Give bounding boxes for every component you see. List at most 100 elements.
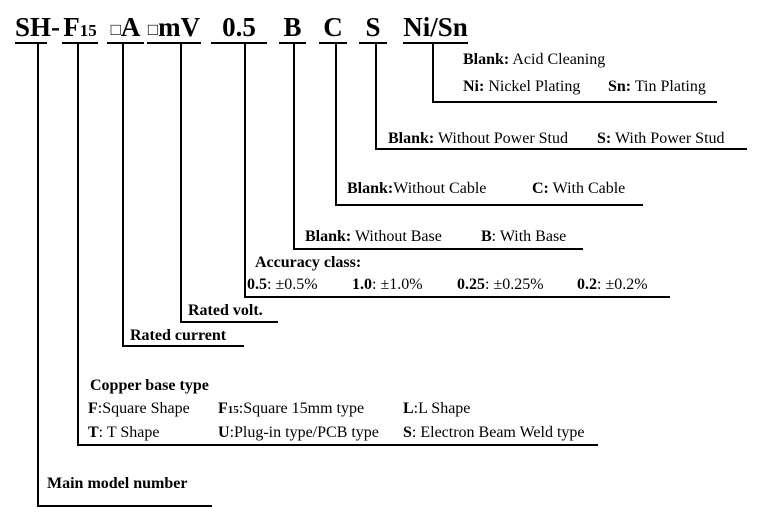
- label-cable-blank-key: Blank:: [347, 180, 394, 197]
- label-accuracy-item-05: 0.5: ±0.5%: [247, 275, 318, 294]
- label-plating-blank-key: Blank:: [463, 51, 510, 68]
- label-accuracy-item-025-value: : ±0.25%: [485, 276, 544, 293]
- label-power-stud-s: S: With Power Stud: [597, 129, 725, 148]
- model-segment-main-prefix: SH-: [15, 13, 60, 44]
- label-base-blank-key: Blank:: [305, 228, 352, 245]
- connector-vline-plating: [432, 44, 434, 103]
- label-base-b-value: : With Base: [491, 228, 567, 245]
- label-copper-s: S: Electron Beam Weld type: [403, 423, 585, 442]
- label-cable-blank: Blank:Without Cable: [347, 179, 486, 198]
- label-copper-f-value: :Square Shape: [97, 400, 190, 417]
- bracket-hline-rated-volt: [180, 321, 278, 323]
- label-copper-s-key: S: [403, 424, 412, 441]
- label-power-stud-s-value: With Power Stud: [611, 130, 725, 147]
- model-segment-power-stud: S: [359, 13, 387, 44]
- label-plating-ni-value: Nickel Plating: [484, 78, 581, 95]
- label-accuracy-header: Accuracy class:: [255, 254, 362, 271]
- label-copper-f: F:Square Shape: [88, 399, 190, 418]
- label-copper-l-key: L: [403, 400, 414, 417]
- label-copper-f15-subscript: 15: [227, 404, 239, 416]
- model-segment-rated-current-text: A: [120, 12, 141, 42]
- label-copper-t-value: : T Shape: [98, 424, 160, 441]
- label-copper-f-key: F: [88, 400, 98, 417]
- label-copper-t-key: T: [88, 424, 99, 441]
- label-rated-volt: Rated volt.: [188, 302, 263, 319]
- label-accuracy-item-10-key: 1.0: [352, 276, 372, 293]
- connector-vline-cable: [335, 44, 337, 206]
- label-base-b-key: B: [481, 228, 492, 245]
- label-power-stud-s-key: S:: [597, 130, 612, 147]
- model-segment-rated-current: □A: [107, 13, 144, 44]
- model-segment-copper-type: F15: [62, 13, 98, 44]
- placeholder-square-icon: □: [110, 20, 121, 39]
- label-copper-l-value: :L Shape: [413, 400, 471, 417]
- label-base-blank-value: Without Base: [351, 228, 442, 245]
- connector-vline-rated-current: [122, 44, 124, 347]
- label-plating-sn-key: Sn:: [608, 78, 632, 95]
- label-plating-sn: Sn: Tin Plating: [608, 77, 706, 96]
- bracket-hline-main-model: [37, 505, 212, 507]
- label-cable-c: C: With Cable: [532, 179, 625, 198]
- connector-vline-rated-volt: [180, 44, 182, 323]
- label-accuracy-item-10-value: : ±1.0%: [372, 276, 423, 293]
- label-copper-l: L:L Shape: [403, 399, 470, 418]
- label-cable-c-value: With Cable: [548, 180, 626, 197]
- model-segment-main-prefix-text: SH-: [15, 12, 61, 42]
- label-main-model-number: Main model number: [47, 475, 188, 492]
- label-copper-u: U:Plug-in type/PCB type: [218, 423, 379, 442]
- label-rated-current: Rated current: [130, 327, 227, 344]
- label-accuracy-item-02: 0.2: ±0.2%: [577, 275, 648, 294]
- label-copper-t: T: T Shape: [88, 423, 159, 442]
- placeholder-square-icon: □: [147, 20, 159, 39]
- model-segment-rated-volt-text: mV: [158, 12, 201, 42]
- label-accuracy-item-025: 0.25: ±0.25%: [457, 275, 544, 294]
- connector-vline-power-stud: [375, 44, 377, 150]
- model-segment-base-text: B: [283, 12, 302, 42]
- bracket-hline-base: [293, 248, 583, 250]
- label-power-stud-blank-key: Blank:: [388, 130, 435, 147]
- label-copper-u-value: :Plug-in type/PCB type: [229, 424, 379, 441]
- model-segment-copper-type-text: F: [63, 12, 80, 42]
- label-plating-ni: Ni: Nickel Plating: [463, 77, 580, 96]
- label-copper-s-value: : Electron Beam Weld type: [411, 424, 585, 441]
- model-segment-plating-text: Ni/Sn: [403, 12, 468, 42]
- model-segment-cable-text: C: [323, 12, 343, 42]
- bracket-hline-plating: [432, 101, 717, 103]
- model-segment-copper-type-subscript: 15: [79, 21, 97, 40]
- model-segment-accuracy: 0.5: [211, 13, 267, 44]
- label-base-b: B: With Base: [481, 227, 566, 246]
- model-segment-base: B: [279, 13, 306, 44]
- bracket-hline-accuracy: [244, 296, 670, 298]
- label-cable-blank-value: Without Cable: [393, 180, 487, 197]
- connector-vline-base: [293, 44, 295, 250]
- bracket-hline-rated-current: [122, 345, 244, 347]
- label-accuracy-item-10: 1.0: ±1.0%: [352, 275, 423, 294]
- label-accuracy-item-05-key: 0.5: [247, 276, 267, 293]
- label-plating-ni-key: Ni:: [463, 78, 485, 95]
- bracket-hline-copper-type: [77, 444, 598, 446]
- label-accuracy-item-025-key: 0.25: [457, 276, 485, 293]
- label-cable-c-key: C:: [532, 180, 549, 197]
- label-copper-f15-value: :Square 15mm type: [238, 400, 365, 417]
- label-power-stud-blank-value: Without Power Stud: [434, 130, 568, 147]
- bracket-hline-cable: [335, 204, 643, 206]
- label-accuracy-item-02-value: : ±0.2%: [597, 276, 648, 293]
- connector-vline-copper-type: [77, 44, 79, 446]
- bracket-hline-power-stud: [375, 148, 747, 150]
- label-accuracy-item-05-value: : ±0.5%: [267, 276, 318, 293]
- model-segment-power-stud-text: S: [365, 12, 381, 42]
- model-segment-accuracy-text: 0.5: [222, 12, 256, 42]
- label-power-stud-blank: Blank: Without Power Stud: [388, 129, 568, 148]
- label-copper-header: Copper base type: [90, 377, 209, 394]
- model-segment-plating: Ni/Sn: [403, 13, 468, 44]
- label-copper-f15: F15:Square 15mm type: [218, 399, 364, 420]
- model-segment-rated-volt: □mV: [147, 13, 201, 44]
- label-base-blank: Blank: Without Base: [305, 227, 442, 246]
- connector-vline-main-model: [37, 44, 39, 507]
- label-plating-blank-value: Acid Cleaning: [509, 51, 606, 68]
- label-plating-blank: Blank: Acid Cleaning: [463, 50, 605, 69]
- connector-vline-accuracy: [244, 44, 246, 298]
- label-plating-sn-value: Tin Plating: [631, 78, 706, 95]
- label-accuracy-item-02-key: 0.2: [577, 276, 597, 293]
- label-copper-f15-key: F: [218, 400, 228, 417]
